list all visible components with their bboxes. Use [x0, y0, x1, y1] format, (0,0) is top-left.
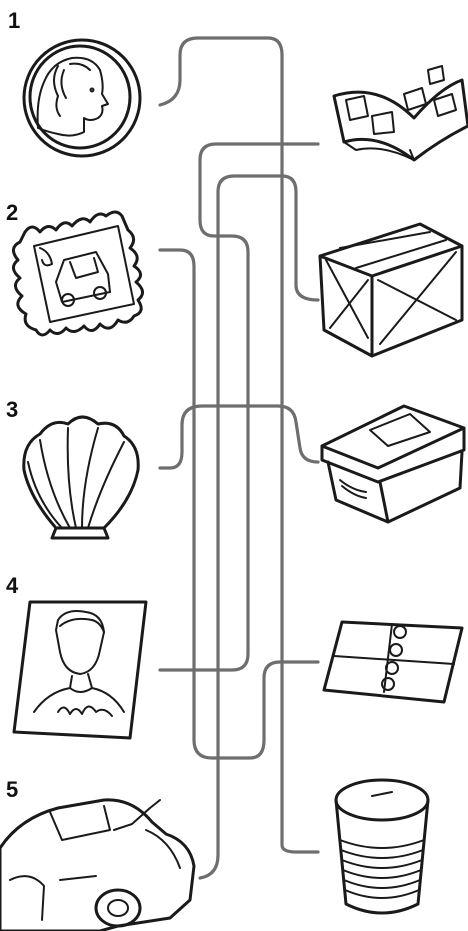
connector-line-4	[158, 142, 320, 672]
connector-lines	[158, 36, 320, 880]
item-number-1: 1	[8, 8, 21, 33]
connector-line-1	[158, 36, 320, 854]
connector-line-3	[158, 404, 320, 470]
tin-can-bank-icon	[334, 778, 430, 915]
coin-icon	[22, 38, 142, 158]
binder-folder-icon	[322, 620, 464, 704]
toy-car-icon	[0, 798, 196, 931]
item-number-5: 5	[6, 777, 19, 802]
wooden-crate-icon	[318, 222, 464, 358]
item-number-3: 3	[6, 397, 19, 422]
storage-box-icon	[320, 404, 466, 524]
signed-photo-icon	[12, 600, 148, 740]
connector-line-5	[198, 174, 320, 880]
connector-line-2	[158, 248, 320, 760]
item-number-4: 4	[6, 573, 19, 598]
seashell-icon	[22, 415, 140, 540]
item-number-2: 2	[6, 200, 19, 225]
photo-album-icon	[332, 65, 468, 162]
stamp-icon	[12, 210, 144, 337]
